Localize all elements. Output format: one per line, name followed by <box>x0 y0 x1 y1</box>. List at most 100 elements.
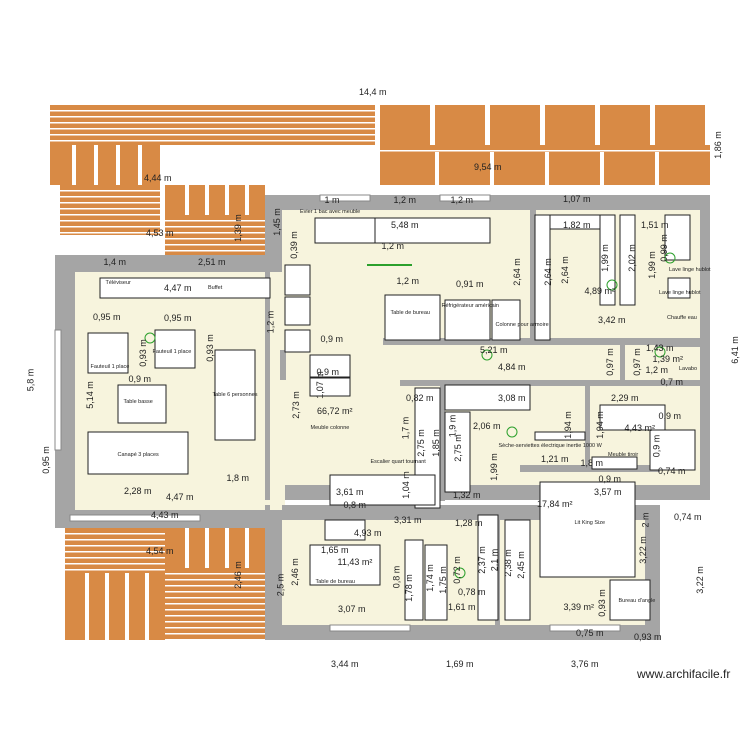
deck-plank-gap <box>85 573 89 640</box>
dimension-label: 3,44 m <box>331 659 359 669</box>
dimension-label: 0,93 m <box>137 339 148 367</box>
furniture-item <box>309 544 381 586</box>
dimension-label: 2,29 m <box>611 393 639 403</box>
window <box>439 194 491 202</box>
dimension-label: 3,57 m <box>594 487 622 497</box>
furniture-item <box>609 579 651 621</box>
dimension-label: 0,75 m <box>576 628 604 638</box>
deck-plank-gap <box>72 145 76 185</box>
deck-plank-gap <box>105 573 109 640</box>
dimension-label: 2,46 m <box>232 561 243 589</box>
window <box>549 624 621 632</box>
deck-plank-gap <box>165 585 265 587</box>
dimension-label: 1,85 m <box>430 429 441 457</box>
floor-opening <box>270 272 285 510</box>
furniture-item <box>619 214 636 306</box>
dimension-label: 1,65 m <box>321 545 349 555</box>
deck <box>380 145 710 153</box>
dimension-label: 3,08 m <box>498 393 526 403</box>
dimension-label: 0,8 m <box>343 500 367 510</box>
deck-plank-gap <box>60 226 160 228</box>
deck-plank-gap <box>138 145 142 185</box>
deck-plank-gap <box>650 105 655 145</box>
dimension-label: 1,2 m <box>396 276 420 286</box>
deck-plank-gap <box>65 563 165 565</box>
dimension-label: 4,54 m <box>146 546 174 556</box>
dimension-label: 0,9 m <box>320 334 344 344</box>
furniture-label: Sèche-serviettes électrique inertie 1000… <box>498 443 602 449</box>
dimension-label: 4,47 m <box>166 492 194 502</box>
window <box>69 514 201 522</box>
deck-plank-gap <box>60 202 160 204</box>
window <box>319 194 371 202</box>
area-label: 1,39 m² <box>652 354 684 364</box>
deck-plank-gap <box>60 196 160 198</box>
furniture-label: Table de bureau <box>315 579 355 585</box>
furniture-item <box>539 481 636 578</box>
dimension-label: 3,42 m <box>598 315 626 325</box>
furniture-label: Bureau d'angle <box>618 598 656 604</box>
dimension-label: 1,2 m <box>645 365 669 375</box>
dimension-label: 0,8 m <box>390 565 401 589</box>
furniture-item <box>309 377 351 397</box>
dimension-label: 0,39 m <box>288 231 299 259</box>
dimension-label: 1,8 m <box>580 458 604 468</box>
furniture-item <box>214 349 256 441</box>
deck-plank-gap <box>50 128 375 130</box>
furniture-label: Lit King Size <box>574 520 606 526</box>
light-fixture-icon <box>606 279 618 291</box>
deck-plank-gap <box>165 238 265 240</box>
dimension-label: 2,45 m <box>515 551 526 579</box>
dimension-label: 1,69 m <box>446 659 474 669</box>
dimension-label: 0,9 m <box>650 434 661 458</box>
deck <box>50 105 375 145</box>
deck-plank-gap <box>435 152 439 185</box>
furniture-item <box>534 214 551 341</box>
dimension-label: 4,53 m <box>146 228 174 238</box>
deck-plank-gap <box>165 615 265 617</box>
dimension-label: 1,39 m <box>232 214 243 242</box>
dimension-label: 2,64 m <box>511 258 522 286</box>
deck-plank-gap <box>165 232 265 234</box>
deck-plank-gap <box>165 621 265 623</box>
furniture-item <box>99 277 271 299</box>
dimension-label: 1,86 m <box>712 131 723 159</box>
deck-plank-gap <box>165 220 265 222</box>
deck-plank-gap <box>245 185 249 215</box>
dimension-label: 1,94 m <box>562 411 573 439</box>
dimension-label: 2,5 m <box>274 573 285 597</box>
furniture-label: Meuble tiroir <box>608 452 639 458</box>
deck <box>165 185 265 215</box>
furniture-item <box>374 217 491 244</box>
deck-plank-gap <box>65 551 165 553</box>
furniture-item <box>284 264 311 296</box>
furniture-label: Lavabo <box>679 366 698 372</box>
furniture-label: Table de bureau <box>390 310 430 316</box>
deck-plank-gap <box>50 116 375 118</box>
deck-plank-gap <box>60 190 160 192</box>
area-label: 4,89 m² <box>584 286 616 296</box>
furniture-label: Evier 1 bac avec meuble <box>300 209 361 215</box>
deck-plank-gap <box>430 105 435 145</box>
dimension-label: 2,75 m <box>415 429 426 457</box>
dimension-label: 0,7 m <box>660 377 684 387</box>
dimension-label: 4,84 m <box>498 362 526 372</box>
dimension-label: 2,64 m <box>542 258 553 286</box>
area-label: 3,39 m² <box>563 602 595 612</box>
dimension-label: 1,07 m <box>314 371 325 399</box>
dimension-label: 2 m <box>640 512 651 528</box>
dimension-label: 0,72 m <box>451 556 462 584</box>
deck-plank-gap <box>60 214 160 216</box>
dimension-label: 2,75 m <box>452 434 463 462</box>
deck-plank-gap <box>225 528 229 568</box>
dimension-label: 1,2 m <box>393 195 417 205</box>
deck-plank-gap <box>65 569 165 571</box>
dimension-label: 1,21 m <box>541 454 569 464</box>
dimension-label: 4,47 m <box>164 283 192 293</box>
furniture-item <box>504 519 531 621</box>
dimension-label: 0,9 m <box>658 411 682 421</box>
interior-wall <box>383 338 700 345</box>
dimension-label: 2,28 m <box>124 486 152 496</box>
dimension-label: 1,28 m <box>455 518 483 528</box>
deck-plank-gap <box>165 609 265 611</box>
